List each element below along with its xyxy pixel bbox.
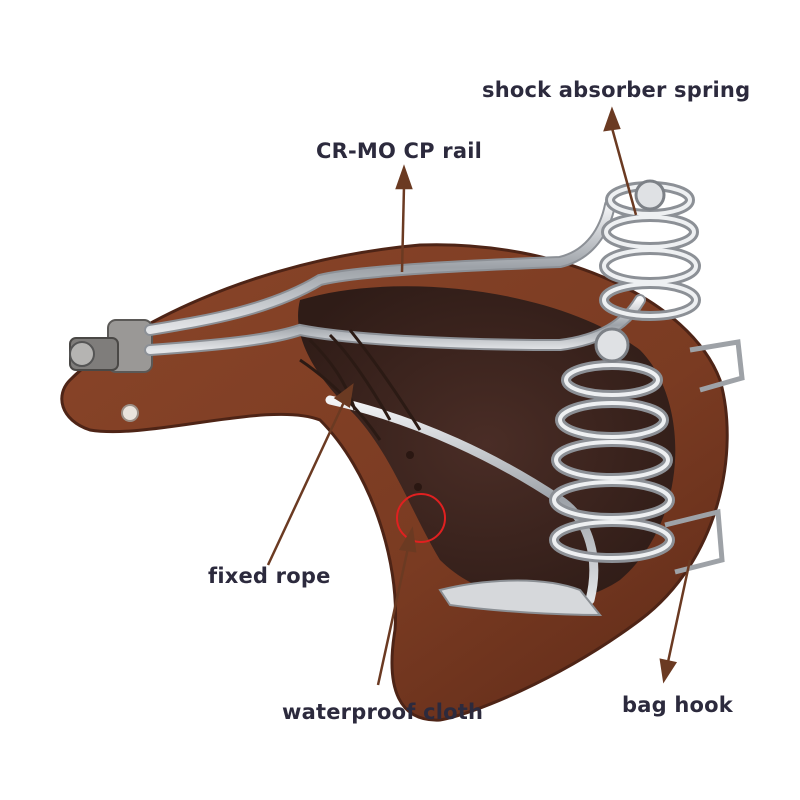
rails (144, 199, 646, 617)
rivet (414, 483, 422, 491)
arrow-rail (400, 185, 406, 273)
bag-hook-lower (664, 508, 725, 575)
arrow-shock-spring (610, 127, 638, 216)
arrow-bag-hook (666, 559, 692, 663)
highlight-circle (396, 493, 446, 543)
rivet (406, 451, 414, 459)
shock-absorber-springs (549, 179, 701, 563)
label-shock-absorber-spring: shock absorber spring (482, 78, 751, 102)
arrow-fixed-rope (266, 401, 346, 566)
label-fixed-rope: fixed rope (208, 564, 331, 588)
callout-arrows (266, 106, 692, 686)
label-waterproof-cloth: waterproof cloth (282, 700, 484, 724)
label-rail: CR-MO CP rail (316, 139, 482, 163)
nose-bolt (69, 319, 153, 373)
arrow-waterproof-cloth (376, 547, 410, 686)
bag-hook-upper (689, 339, 745, 393)
bag-hooks (664, 339, 745, 575)
label-bag-hook: bag hook (622, 693, 733, 717)
rivet (121, 404, 139, 422)
clamp-plate (438, 579, 603, 617)
